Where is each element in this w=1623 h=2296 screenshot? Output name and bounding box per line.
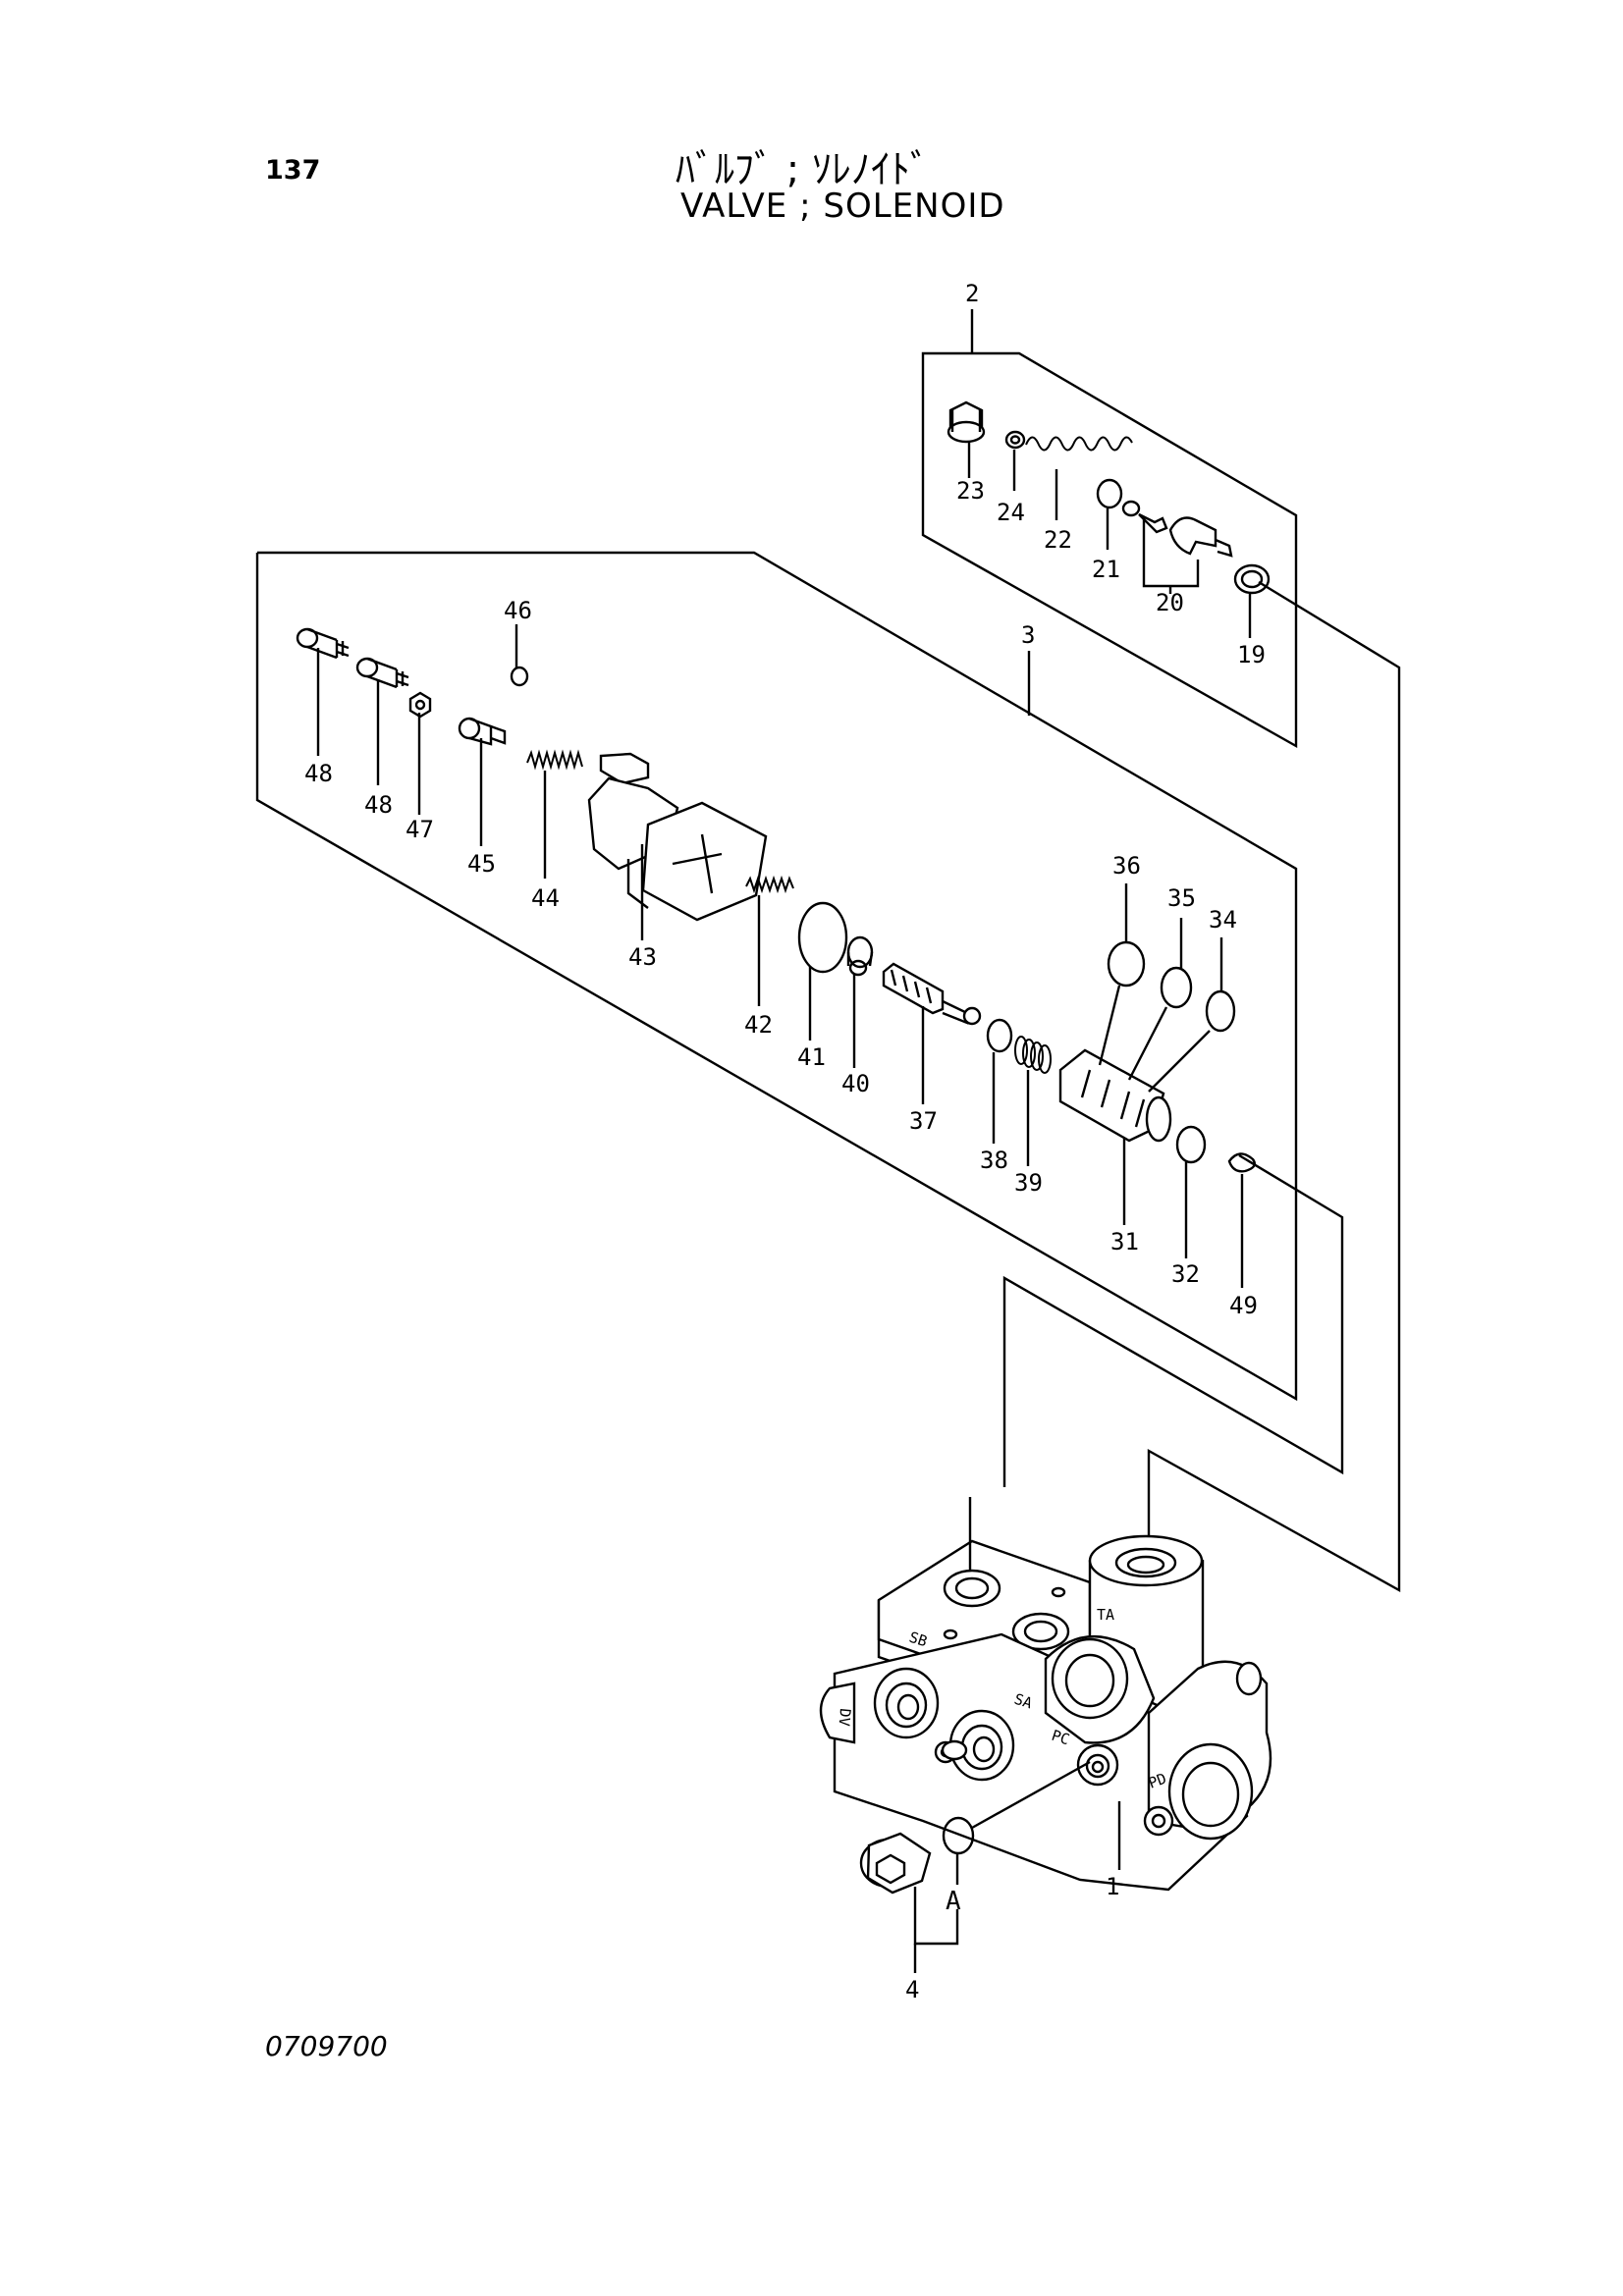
label-part-20: 20: [1156, 589, 1184, 616]
spring-22: [1025, 436, 1133, 452]
label-part-35: 35: [1167, 884, 1196, 912]
leader-34-to-31: [1148, 1030, 1211, 1093]
bolt-48a: [296, 627, 350, 660]
connector-line-group3: [1002, 1153, 1344, 1487]
o-ring-38: [986, 1018, 1013, 1053]
label-part-31: 31: [1110, 1228, 1139, 1255]
label-part-42: 42: [744, 1011, 773, 1039]
label-part-38: 38: [980, 1147, 1008, 1174]
ring-19: [1233, 563, 1271, 595]
label-part-45: 45: [467, 850, 496, 878]
label-part-2: 2: [965, 280, 979, 307]
label-part-37: 37: [909, 1107, 938, 1135]
port-label-sa: SA: [1012, 1690, 1035, 1713]
label-part-49: 49: [1229, 1292, 1258, 1319]
label-part-22: 22: [1044, 526, 1072, 554]
drawing-code: 0709700: [265, 2030, 388, 2062]
o-ring-21: [1096, 478, 1123, 509]
plug-4: [859, 1832, 932, 1895]
solenoid-43: [587, 752, 768, 922]
port-label-sb: SB: [907, 1629, 930, 1651]
washer-24: [1004, 430, 1026, 450]
o-ring-46: [510, 666, 529, 687]
label-part-39: 39: [1014, 1169, 1043, 1197]
o-ring-35: [1160, 966, 1193, 1009]
leader-4: [913, 1887, 959, 1946]
sleeve-31: [1058, 1048, 1172, 1143]
label-part-19: 19: [1237, 641, 1266, 668]
spring-44: [526, 749, 583, 771]
label-part-24: 24: [997, 499, 1025, 526]
port-label-pd: PD: [1146, 1770, 1168, 1792]
o-ring-41: [797, 901, 848, 974]
label-part-21: 21: [1092, 556, 1120, 583]
port-label-ta: TA: [1097, 1606, 1114, 1624]
plug-23: [947, 400, 986, 444]
label-part-48b: 48: [364, 791, 393, 819]
washer-24-hole: [1009, 435, 1021, 445]
ring-49: [1227, 1152, 1256, 1173]
label-part-47: 47: [406, 816, 434, 843]
label-part-23: 23: [956, 477, 985, 505]
spring-42: [745, 875, 794, 894]
label-part-34: 34: [1209, 906, 1237, 934]
label-part-44: 44: [531, 884, 560, 912]
o-ring-36: [1107, 940, 1146, 988]
label-part-43: 43: [628, 943, 657, 971]
label-part-36: 36: [1112, 852, 1141, 880]
valve-body-1: [819, 1534, 1272, 1892]
title-japanese: ﾊﾞﾙﾌﾞ ; ｿﾚﾉｲﾄﾞ: [676, 147, 930, 192]
label-part-32: 32: [1171, 1260, 1200, 1288]
label-part-3: 3: [1021, 621, 1035, 649]
label-part-41: 41: [797, 1043, 826, 1071]
group-3-outline: [255, 551, 1298, 1402]
spool-37: [882, 962, 982, 1026]
spring-39: [1014, 1036, 1052, 1074]
label-part-1: 1: [1106, 1873, 1119, 1900]
group-2-outline: [921, 351, 1298, 749]
label-oring-A: A: [946, 1887, 961, 1916]
page-number: 137: [265, 155, 321, 186]
label-part-40: 40: [841, 1070, 870, 1097]
plug-32: [1175, 1125, 1207, 1164]
port-label-dv: DV: [835, 1708, 854, 1728]
title-english: VALVE ; SOLENOID: [680, 187, 1005, 226]
label-part-48a: 48: [304, 760, 333, 787]
connector-line-group2: [1147, 580, 1401, 1593]
nut-47: [408, 691, 432, 719]
poppet-20: [1121, 500, 1233, 558]
label-part-46: 46: [504, 597, 532, 624]
bolt-48b: [355, 657, 409, 689]
leader-A-to-body: [971, 1760, 1091, 1830]
label-part-4: 4: [905, 1976, 919, 2003]
o-ring-34: [1205, 989, 1236, 1033]
leader-35-to-31: [1127, 1006, 1168, 1081]
washer-40: [846, 935, 874, 977]
port-label-pc: PC: [1050, 1727, 1072, 1749]
leader-36-to-31: [1098, 985, 1121, 1066]
